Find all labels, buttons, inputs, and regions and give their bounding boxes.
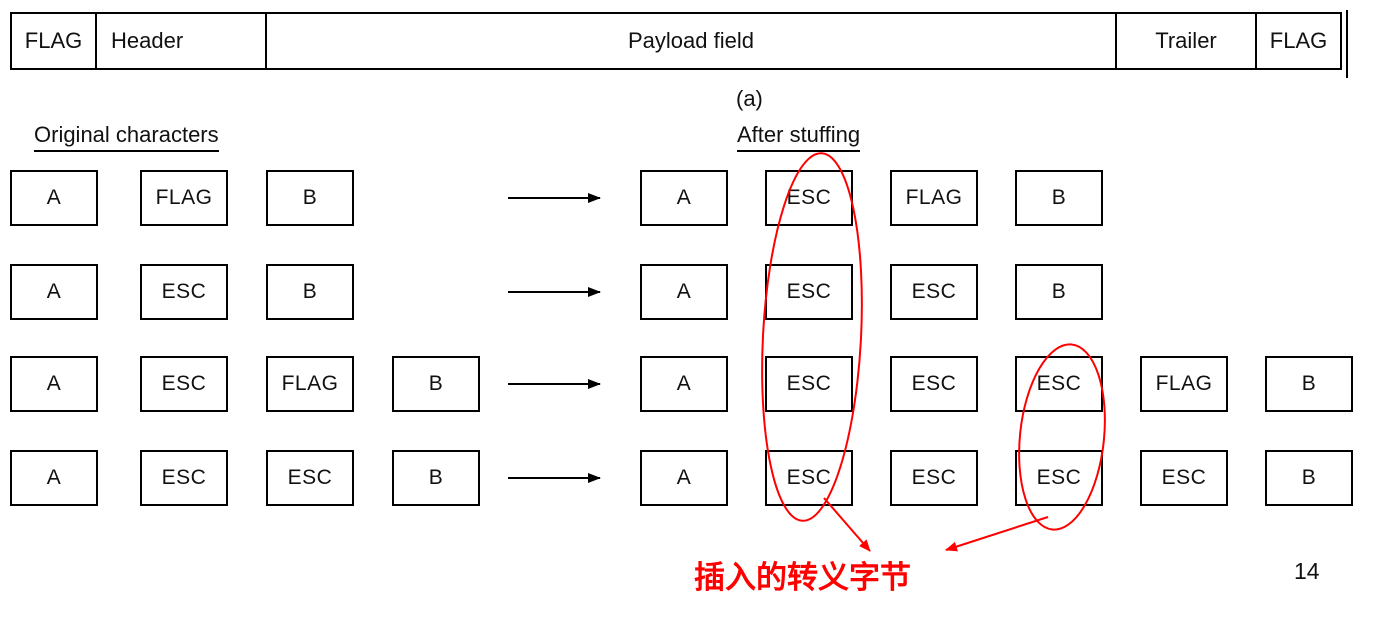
byte-box-r1-orig-3: B bbox=[266, 170, 354, 226]
byte-box-r3-after-5: FLAG bbox=[1140, 356, 1228, 412]
byte-box-r4-orig-2: ESC bbox=[140, 450, 228, 506]
frame-field-payload: Payload field bbox=[267, 14, 1117, 68]
byte-box-r3-after-1: A bbox=[640, 356, 728, 412]
byte-box-r3-after-3: ESC bbox=[890, 356, 978, 412]
byte-box-r3-orig-3: FLAG bbox=[266, 356, 354, 412]
byte-box-r1-after-1: A bbox=[640, 170, 728, 226]
byte-box-r3-after-2: ESC bbox=[765, 356, 853, 412]
frame-field-header: Header bbox=[97, 14, 267, 68]
frame-right-edge-line bbox=[1346, 10, 1348, 78]
byte-box-r1-after-2: ESC bbox=[765, 170, 853, 226]
byte-box-r4-after-3: ESC bbox=[890, 450, 978, 506]
byte-box-r1-orig-2: FLAG bbox=[140, 170, 228, 226]
frame-field-flag-end: FLAG bbox=[1269, 28, 1328, 53]
page-number: 14 bbox=[1294, 558, 1320, 584]
byte-box-r2-orig-3: B bbox=[266, 264, 354, 320]
byte-box-r3-after-4: ESC bbox=[1015, 356, 1103, 412]
byte-box-r4-orig-4: B bbox=[392, 450, 480, 506]
byte-box-r2-orig-2: ESC bbox=[140, 264, 228, 320]
byte-box-r2-after-4: B bbox=[1015, 264, 1103, 320]
byte-box-r4-after-6: B bbox=[1265, 450, 1353, 506]
annotation-arrow-right bbox=[945, 516, 1049, 552]
byte-box-r2-after-1: A bbox=[640, 264, 728, 320]
figure-caption-a: (a) bbox=[736, 86, 763, 111]
byte-box-r4-orig-1: A bbox=[10, 450, 98, 506]
byte-box-r2-after-2: ESC bbox=[765, 264, 853, 320]
byte-box-r1-after-4: B bbox=[1015, 170, 1103, 226]
byte-box-r4-after-1: A bbox=[640, 450, 728, 506]
byte-box-r4-after-2: ESC bbox=[765, 450, 853, 506]
byte-box-r2-after-3: ESC bbox=[890, 264, 978, 320]
byte-box-r3-orig-1: A bbox=[10, 356, 98, 412]
original-characters-heading: Original characters bbox=[34, 122, 219, 152]
after-stuffing-heading: After stuffing bbox=[737, 122, 861, 152]
frame-format-diagram: FLAG Header Payload field Trailer FLAG bbox=[10, 12, 1342, 70]
byte-box-r1-orig-1: A bbox=[10, 170, 98, 226]
byte-box-r2-orig-1: A bbox=[10, 264, 98, 320]
frame-field-flag-start: FLAG bbox=[12, 14, 97, 68]
frame-field-trailer: Trailer bbox=[1117, 14, 1257, 68]
byte-box-r3-after-6: B bbox=[1265, 356, 1353, 412]
byte-box-r3-orig-2: ESC bbox=[140, 356, 228, 412]
byte-box-r4-after-4: ESC bbox=[1015, 450, 1103, 506]
byte-box-r4-after-5: ESC bbox=[1140, 450, 1228, 506]
byte-box-r4-orig-3: ESC bbox=[266, 450, 354, 506]
byte-box-r1-after-3: FLAG bbox=[890, 170, 978, 226]
byte-box-r3-orig-4: B bbox=[392, 356, 480, 412]
inserted-escape-bytes-label: 插入的转义字节 bbox=[694, 560, 911, 596]
